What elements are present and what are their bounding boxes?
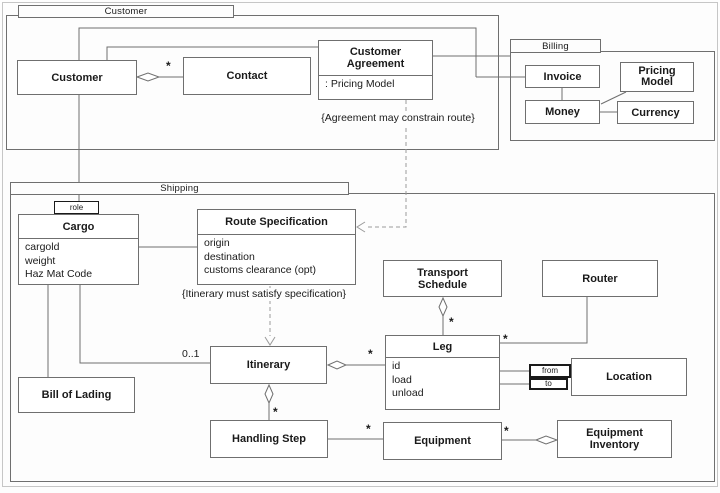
attribute: cargold <box>25 241 60 253</box>
package-tab-billing[interactable]: Billing <box>510 39 601 53</box>
class-name: Transport Schedule <box>417 266 468 291</box>
package-customer-body <box>6 15 499 150</box>
attribute: load <box>392 373 412 386</box>
attribute: origin <box>204 237 230 249</box>
attribute: customs clearance (opt) <box>204 264 317 276</box>
dashed-agreement-routespec <box>365 100 407 228</box>
class-router[interactable]: Router <box>542 260 658 297</box>
note-itinerary-constraint: {Itinerary must satisfy specification} <box>161 288 367 301</box>
attribute: weight <box>25 254 56 267</box>
class-currency[interactable]: Currency <box>617 101 694 124</box>
attribute: id <box>392 360 401 372</box>
class-name: Invoice <box>543 70 582 83</box>
edge-router-leg <box>500 297 588 344</box>
multiplicity-handling-equipment: * <box>366 422 371 436</box>
class-attributes: id load unload <box>386 357 499 409</box>
from-label: from <box>542 366 558 375</box>
from-role-box: from <box>529 364 571 378</box>
class-customer-agreement[interactable]: Customer Agreement : Pricing Model <box>318 40 433 100</box>
class-pricing-model[interactable]: Pricing Model <box>620 62 694 92</box>
multiplicity-customer-contact: * <box>166 59 171 73</box>
arrow-itinerary <box>264 336 276 346</box>
role-stereotype-box: role <box>54 201 99 214</box>
class-leg[interactable]: Leg id load unload <box>385 335 500 410</box>
class-invoice[interactable]: Invoice <box>525 65 600 88</box>
class-transport-schedule[interactable]: Transport Schedule <box>383 260 502 297</box>
to-role-box: to <box>529 378 568 390</box>
class-name: Cargo <box>62 220 95 233</box>
class-cargo[interactable]: Cargo cargold weight Haz Mat Code <box>18 214 139 285</box>
diagram-frame <box>2 2 718 487</box>
diamond-itinerary-handling <box>264 383 274 405</box>
class-contact[interactable]: Contact <box>183 57 311 95</box>
multiplicity-schedule-leg: * <box>449 315 454 329</box>
class-bill-of-lading[interactable]: Bill of Lading <box>18 377 135 413</box>
class-name: Handling Step <box>232 433 306 445</box>
class-money[interactable]: Money <box>525 100 600 124</box>
class-equipment[interactable]: Equipment <box>383 422 502 460</box>
class-name: Pricing Model <box>638 65 676 88</box>
class-attributes: origin destination customs clearance (op… <box>198 234 355 284</box>
class-name: Location <box>606 371 652 383</box>
package-tab-customer[interactable]: Customer <box>18 5 234 18</box>
attribute: unload <box>392 387 424 399</box>
arrow-routespec <box>356 221 366 233</box>
to-label: to <box>545 379 552 388</box>
class-name: Bill of Lading <box>41 389 112 401</box>
multiplicity-cargo-itinerary: 0..1 <box>182 348 200 360</box>
attribute: : Pricing Model <box>325 78 395 90</box>
attribute: destination <box>204 250 255 263</box>
class-name: Equipment Inventory <box>586 427 643 451</box>
package-label-shipping: Shipping <box>160 183 199 194</box>
class-name: Money <box>545 106 580 118</box>
class-handling-step[interactable]: Handling Step <box>210 420 328 458</box>
inner-boundary-b <box>78 27 477 201</box>
package-shipping-body <box>10 193 715 482</box>
diamond-equipment-inventory <box>534 435 559 445</box>
role-label: role <box>69 202 84 212</box>
note-agreement-constraint: {Agreement may constrain route} <box>300 112 496 126</box>
class-route-specification[interactable]: Route Specification origin destination c… <box>197 209 356 285</box>
class-name: Equipment <box>414 435 471 447</box>
class-name: Leg <box>432 340 453 353</box>
class-customer[interactable]: Customer <box>17 60 137 95</box>
edge-cargo-itinerary <box>79 285 210 364</box>
class-name: Route Specification <box>225 216 328 228</box>
class-location[interactable]: Location <box>571 358 687 396</box>
class-name: Customer Agreement <box>346 46 405 70</box>
package-tab-shipping[interactable]: Shipping <box>10 182 349 195</box>
class-name: Router <box>582 272 618 285</box>
class-attributes: : Pricing Model <box>319 75 432 99</box>
multiplicity-itinerary-handling: * <box>273 405 278 419</box>
package-label-customer: Customer <box>104 6 148 17</box>
edge-money-pricingmodel <box>600 91 627 105</box>
multiplicity-router-leg: * <box>503 332 508 346</box>
diamond-schedule-leg <box>438 296 448 318</box>
package-billing-body <box>510 51 715 141</box>
class-name: Itinerary <box>246 359 291 371</box>
class-itinerary[interactable]: Itinerary <box>210 346 327 384</box>
attribute: Haz Mat Code <box>25 268 93 280</box>
class-attributes: cargold weight Haz Mat Code <box>19 238 138 284</box>
class-name: Currency <box>631 106 680 119</box>
diamond-customer-contact <box>135 72 161 82</box>
diamond-itinerary-leg <box>326 360 348 370</box>
package-label-billing: Billing <box>542 40 569 52</box>
multiplicity-equipment-inventory: * <box>504 424 509 438</box>
class-name: Contact <box>226 70 268 82</box>
class-name: Customer <box>51 71 103 84</box>
multiplicity-itinerary-leg: * <box>368 347 373 361</box>
class-equipment-inventory[interactable]: Equipment Inventory <box>557 420 672 458</box>
